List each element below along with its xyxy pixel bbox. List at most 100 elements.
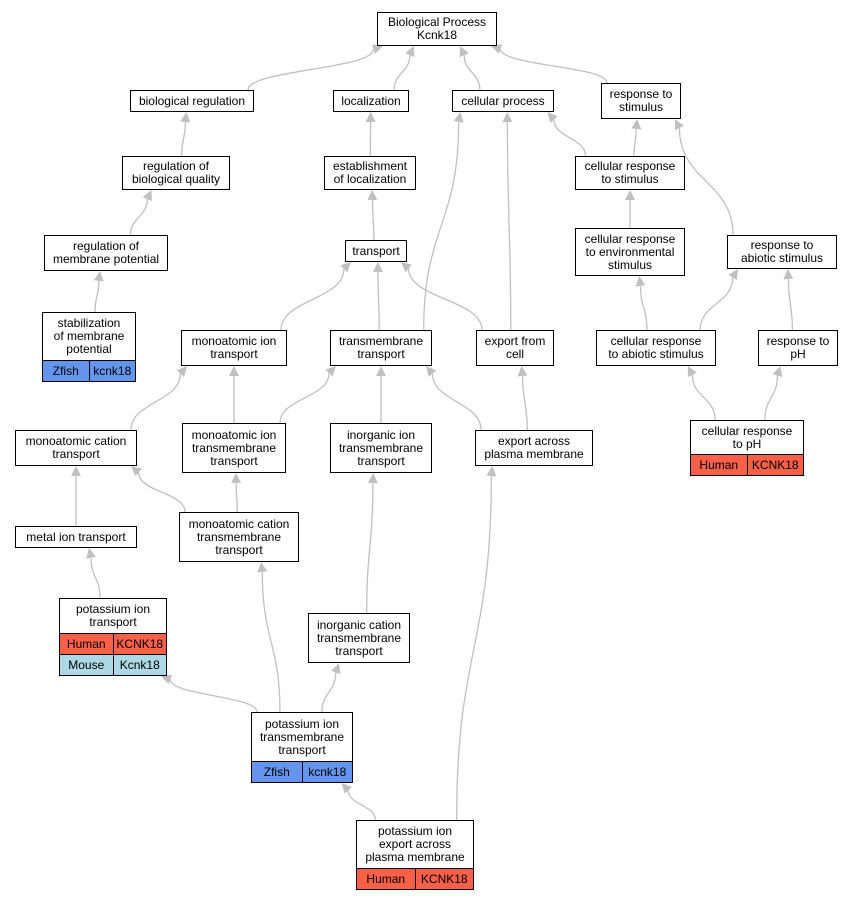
go-term-localization[interactable]: localization (333, 90, 409, 112)
arrowhead (517, 366, 528, 377)
gene-cell[interactable]: kcnk18 (301, 762, 353, 782)
edge-transport-to-establishment-of-localization (367, 190, 378, 241)
go-term-inorganic-ion-transmembrane-transport[interactable]: inorganic ion transmembrane transport (330, 423, 432, 473)
arrowhead (687, 366, 697, 378)
go-term-monoatomic-ion-transmembrane-transport[interactable]: monoatomic ion transmembrane transport (182, 423, 286, 473)
go-term-monoatomic-cation-transmembrane-transport[interactable]: monoatomic cation transmembrane transpor… (179, 512, 299, 562)
edge-line (130, 373, 182, 431)
species-cell: Human (66, 636, 106, 651)
arrowhead (371, 44, 383, 54)
edge-line (553, 119, 587, 157)
edge-cellular-response-to-stimulus-to-cellular-process (547, 112, 587, 157)
edge-line (408, 268, 483, 331)
edge-monoatomic-cation-transmembrane-transport-to-monoatomic-cation-transport (131, 466, 186, 513)
go-term-establishment-of-localization[interactable]: establishment of localization (324, 156, 416, 190)
go-term-regulation-of-membrane-potential[interactable]: regulation of membrane potential (44, 235, 168, 271)
term-label: response to abiotic stimulus (740, 238, 824, 265)
arrowhead (486, 466, 497, 477)
edge-line (639, 285, 648, 331)
go-term-response-to-ph[interactable]: response to pH (758, 330, 838, 366)
edge-monoatomic-ion-transmembrane-transport-to-monoatomic-ion-transport (229, 366, 239, 423)
go-term-cellular-response-to-abiotic-stimulus[interactable]: cellular response to abiotic stimulus (596, 330, 716, 366)
edge-line (699, 277, 734, 331)
edge-line (366, 482, 374, 614)
go-term-export-from-cell[interactable]: export from cell (476, 330, 554, 366)
species-cell: Human (699, 457, 739, 472)
go-term-root[interactable]: Biological Process Kcnk18 (377, 12, 497, 46)
edge-line (94, 280, 100, 313)
edge-export-from-cell-to-cellular-process (502, 112, 513, 331)
arrowhead (405, 46, 415, 58)
edge-response-to-abiotic-stimulus-to-response-to-stimulus (675, 119, 734, 236)
edge-line (247, 48, 375, 91)
edge-line (506, 121, 512, 331)
term-label: export across plasma membrane (484, 434, 584, 461)
edge-line (456, 475, 492, 821)
edge-line (691, 374, 716, 421)
go-term-potassium-ion-export-across-plasma-membrane[interactable]: potassium ion export across plasma membr… (356, 820, 474, 890)
edge-potassium-ion-export-across-plasma-membrane-to-export-across-plasma-membrane (456, 466, 497, 821)
go-term-transport[interactable]: transport (345, 240, 407, 262)
arrowhead (459, 46, 469, 58)
go-term-cellular-response-to-stimulus[interactable]: cellular response to stimulus (575, 156, 685, 190)
arrowhead (231, 473, 242, 484)
arrowhead (728, 269, 738, 281)
edge-line (377, 271, 380, 331)
gene-cell[interactable]: Kcnk18 (112, 655, 167, 675)
edge-line (90, 557, 101, 599)
edge-cellular-response-to-ph-to-response-to-ph (764, 366, 783, 421)
species-cell: Zfish (52, 363, 79, 378)
edge-line (678, 127, 734, 236)
annotation-row-human: Human KCNK18 (691, 454, 803, 475)
go-term-monoatomic-cation-transport[interactable]: monoatomic cation transport (15, 430, 137, 466)
edge-line (787, 278, 794, 331)
arrowhead (502, 112, 513, 123)
go-term-metal-ion-transport[interactable]: metal ion transport (15, 526, 137, 548)
edge-biological-regulation-to-root (247, 44, 383, 91)
annotation-row-zfish: Zfish kcnk18 (43, 360, 135, 381)
go-term-monoatomic-ion-transport[interactable]: monoatomic ion transport (181, 330, 287, 366)
go-term-response-to-stimulus[interactable]: response to stimulus (601, 83, 681, 119)
edge-monoatomic-ion-transmembrane-transport-to-transmembrane-transport (279, 366, 336, 424)
arrowhead (783, 269, 794, 280)
arrowhead (365, 112, 376, 123)
arrowhead (180, 112, 191, 123)
go-term-biological-regulation[interactable]: biological regulation (130, 90, 254, 112)
term-label: cellular response to environmental stimu… (584, 231, 676, 272)
edge-line (129, 199, 148, 236)
edge-cellular-process-to-root (459, 46, 481, 91)
go-term-regulation-of-biological-quality[interactable]: regulation of biological quality (122, 156, 230, 190)
gene-cell[interactable]: KCNK18 (746, 455, 804, 475)
edge-line (371, 199, 375, 241)
term-label: regulation of membrane potential (52, 239, 160, 266)
term-label: establishment of localization (332, 159, 408, 186)
go-term-cellular-response-to-environmental-stimulus[interactable]: cellular response to environmental stimu… (575, 228, 685, 276)
go-term-transmembrane-transport[interactable]: transmembrane transport (330, 330, 432, 366)
edge-cellular-response-to-stimulus-to-response-to-stimulus (631, 119, 642, 157)
edge-cellular-response-to-environmental-stimulus-to-cellular-response-to-stimulus (625, 190, 635, 228)
go-term-export-across-plasma-membrane[interactable]: export across plasma membrane (475, 430, 593, 466)
edge-line (633, 128, 637, 157)
arrowhead (367, 190, 378, 201)
term-label: biological regulation (138, 93, 246, 108)
go-term-inorganic-cation-transmembrane-transport[interactable]: inorganic cation transmembrane transport (308, 613, 410, 663)
edge-line (499, 48, 608, 84)
gene-cell[interactable]: KCNK18 (112, 634, 167, 654)
edge-inorganic-ion-transmembrane-transport-to-transmembrane-transport (376, 366, 386, 423)
gene-cell[interactable]: kcnk18 (88, 361, 136, 381)
arrowhead (176, 366, 187, 377)
arrowhead (453, 112, 464, 123)
term-label: Biological Process Kcnk18 (387, 15, 487, 42)
edge-line (321, 672, 337, 713)
go-term-response-to-abiotic-stimulus[interactable]: response to abiotic stimulus (727, 235, 837, 269)
go-term-cellular-process[interactable]: cellular process (452, 90, 554, 112)
gene-cell[interactable]: KCNK18 (414, 869, 474, 889)
edge-localization-to-root (393, 46, 415, 91)
